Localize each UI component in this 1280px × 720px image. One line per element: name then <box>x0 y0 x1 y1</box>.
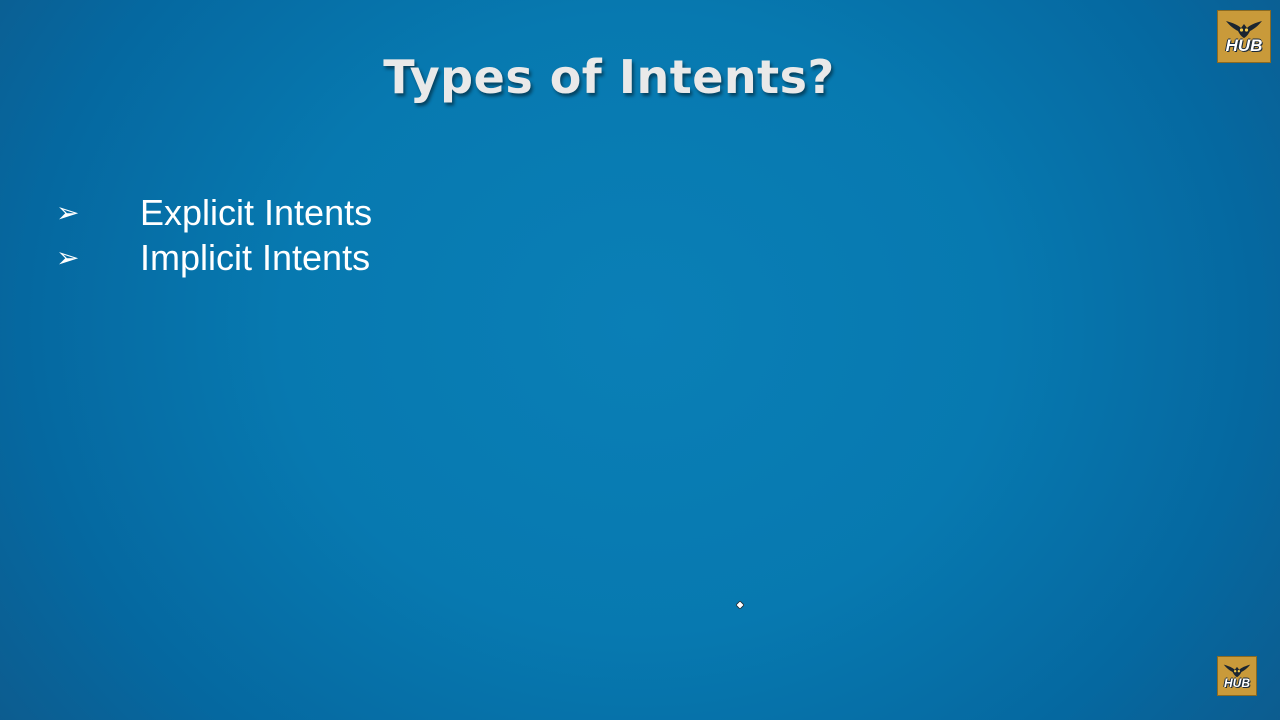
bullet-text: Implicit Intents <box>140 236 371 278</box>
logo-text: HUB <box>1225 36 1263 55</box>
bullet-item: ➢ Explicit Intents <box>56 190 372 235</box>
arrow-bullet-icon: ➢ <box>56 240 80 274</box>
owl-icon <box>1223 664 1251 678</box>
bullet-list: ➢ Explicit Intents ➢ Implicit Intents <box>56 190 372 280</box>
slide-title: Types of Intents? <box>383 50 835 104</box>
logo-text: HUB <box>1224 676 1250 690</box>
owl-icon <box>1226 21 1262 38</box>
channel-logo-watermark: HUB <box>1217 656 1257 696</box>
bullet-item: ➢ Implicit Intents <box>56 235 372 280</box>
pointer-cursor-icon <box>736 601 744 609</box>
bullet-text: Explicit Intents <box>140 191 373 233</box>
arrow-bullet-icon: ➢ <box>56 195 80 229</box>
channel-logo: HUB <box>1217 10 1271 63</box>
